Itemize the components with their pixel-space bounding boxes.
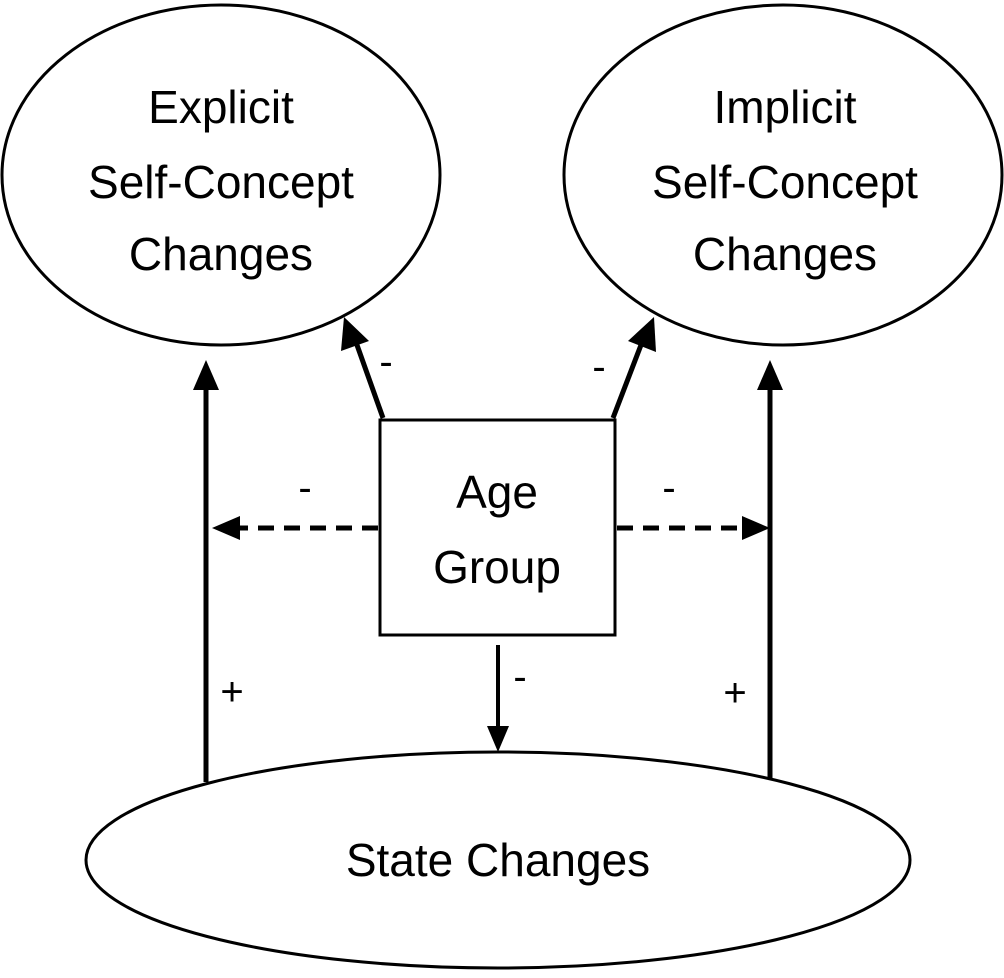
edge-state-to-explicit-sign: + xyxy=(220,670,243,714)
edge-state-to-explicit-arrowhead xyxy=(193,360,219,390)
age-group-label-line1: Age xyxy=(456,466,538,518)
edge-age-to-implicit-arrowhead xyxy=(628,317,656,352)
age-group-node: Age Group xyxy=(378,418,617,637)
edge-age-to-implicit-sign: - xyxy=(592,345,605,389)
edge-age-to-implicit-line xyxy=(610,344,644,419)
edge-age-to-state-arrowhead xyxy=(487,726,509,752)
state-changes-label: State Changes xyxy=(346,834,650,886)
explicit-self-concept-node: Explicit Self-Concept Changes xyxy=(0,3,442,347)
age-group-box xyxy=(378,418,617,637)
implicit-node-ellipse xyxy=(562,3,1004,347)
edge-age-to-implicit: - xyxy=(592,317,656,419)
edge-state-to-implicit-arrowhead xyxy=(757,360,783,390)
implicit-node-label-line1: Implicit xyxy=(713,81,856,133)
edge-state-to-explicit: + xyxy=(193,360,244,782)
edge-age-to-state-sign: - xyxy=(513,655,526,699)
edge-age-to-left-path-sign: - xyxy=(298,466,311,510)
implicit-node-label-line2: Self-Concept xyxy=(652,156,918,208)
edge-age-to-explicit-line xyxy=(354,344,386,419)
implicit-node-label-line3: Changes xyxy=(693,228,877,280)
explicit-node-label-line2: Self-Concept xyxy=(88,156,354,208)
edge-age-to-left-path: - xyxy=(212,466,378,540)
edge-age-to-explicit-arrowhead xyxy=(341,317,369,351)
age-group-label-line2: Group xyxy=(433,541,561,593)
edge-state-to-implicit: + xyxy=(723,360,783,778)
edge-state-to-implicit-sign: + xyxy=(723,671,746,715)
explicit-node-ellipse xyxy=(0,3,442,347)
edge-age-to-right-path-sign: - xyxy=(662,466,675,510)
edge-age-to-right-path: - xyxy=(617,466,770,540)
edge-age-to-left-path-arrowhead xyxy=(212,516,240,540)
edge-age-to-explicit-sign: - xyxy=(379,340,392,384)
explicit-node-label-line1: Explicit xyxy=(148,81,294,133)
edge-age-to-right-path-arrowhead xyxy=(742,516,770,540)
edge-age-to-explicit: - xyxy=(341,317,393,419)
state-changes-node: State Changes xyxy=(84,750,912,970)
implicit-self-concept-node: Implicit Self-Concept Changes xyxy=(562,3,1004,347)
edge-age-to-state: - xyxy=(487,645,527,752)
explicit-node-label-line3: Changes xyxy=(129,228,313,280)
